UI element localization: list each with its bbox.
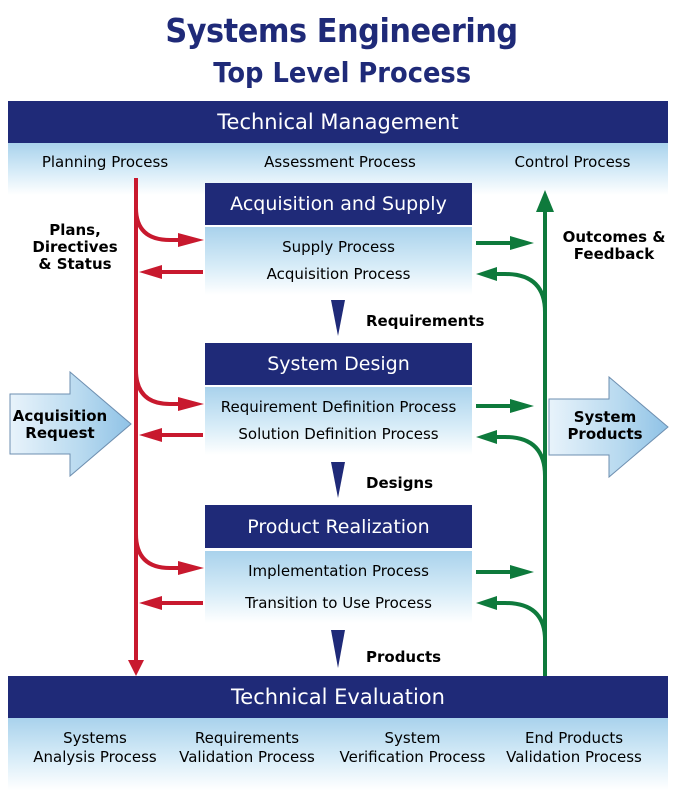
planning-process: Planning Process (41, 153, 169, 171)
page-title: Systems Engineering (165, 10, 519, 50)
system-design-header: System Design (205, 343, 472, 385)
page-subtitle: Top Level Process (213, 55, 471, 89)
plans-directives-status-label: Plans,Directives& Status (32, 221, 118, 273)
technical-management-bar: Technical Management (8, 101, 668, 143)
title-line-1: Systems Engineering (0, 8, 684, 52)
acquisition-supply-header: Acquisition and Supply (205, 183, 472, 225)
assessment-process: Assessment Process (264, 153, 416, 171)
technical-evaluation-processes-band (8, 718, 668, 790)
technical-management-label: Technical Management (217, 110, 459, 134)
acquisition-request-arrow (9, 370, 132, 478)
acquisition-supply-box (205, 227, 472, 295)
acquisition-process: Acquisition Process (266, 265, 411, 283)
supply-process: Supply Process (282, 238, 395, 256)
system-products-arrow (548, 375, 669, 479)
red-flow-lines (134, 178, 203, 662)
outcomes-feedback-label: Outcomes &Feedback (562, 228, 666, 263)
stage-down-arrows (331, 300, 345, 668)
system-design-box (205, 387, 472, 455)
red-arrowheads (128, 233, 204, 676)
control-process: Control Process (514, 153, 631, 171)
title-line-2: Top Level Process (0, 52, 684, 92)
green-flow-lines (476, 210, 547, 676)
technical-evaluation-bar: Technical Evaluation (8, 676, 668, 718)
designs-label: Designs (366, 474, 434, 492)
solution-definition-process: Solution Definition Process (238, 425, 439, 443)
product-realization-box (205, 551, 472, 623)
green-arrowheads (476, 190, 554, 610)
transition-to-use-process: Transition to Use Process (245, 594, 432, 612)
implementation-process: Implementation Process (248, 562, 429, 580)
product-realization-header: Product Realization (205, 505, 472, 548)
requirement-definition-process: Requirement Definition Process (220, 398, 457, 416)
products-label: Products (366, 648, 442, 666)
requirements-label: Requirements (366, 312, 485, 330)
